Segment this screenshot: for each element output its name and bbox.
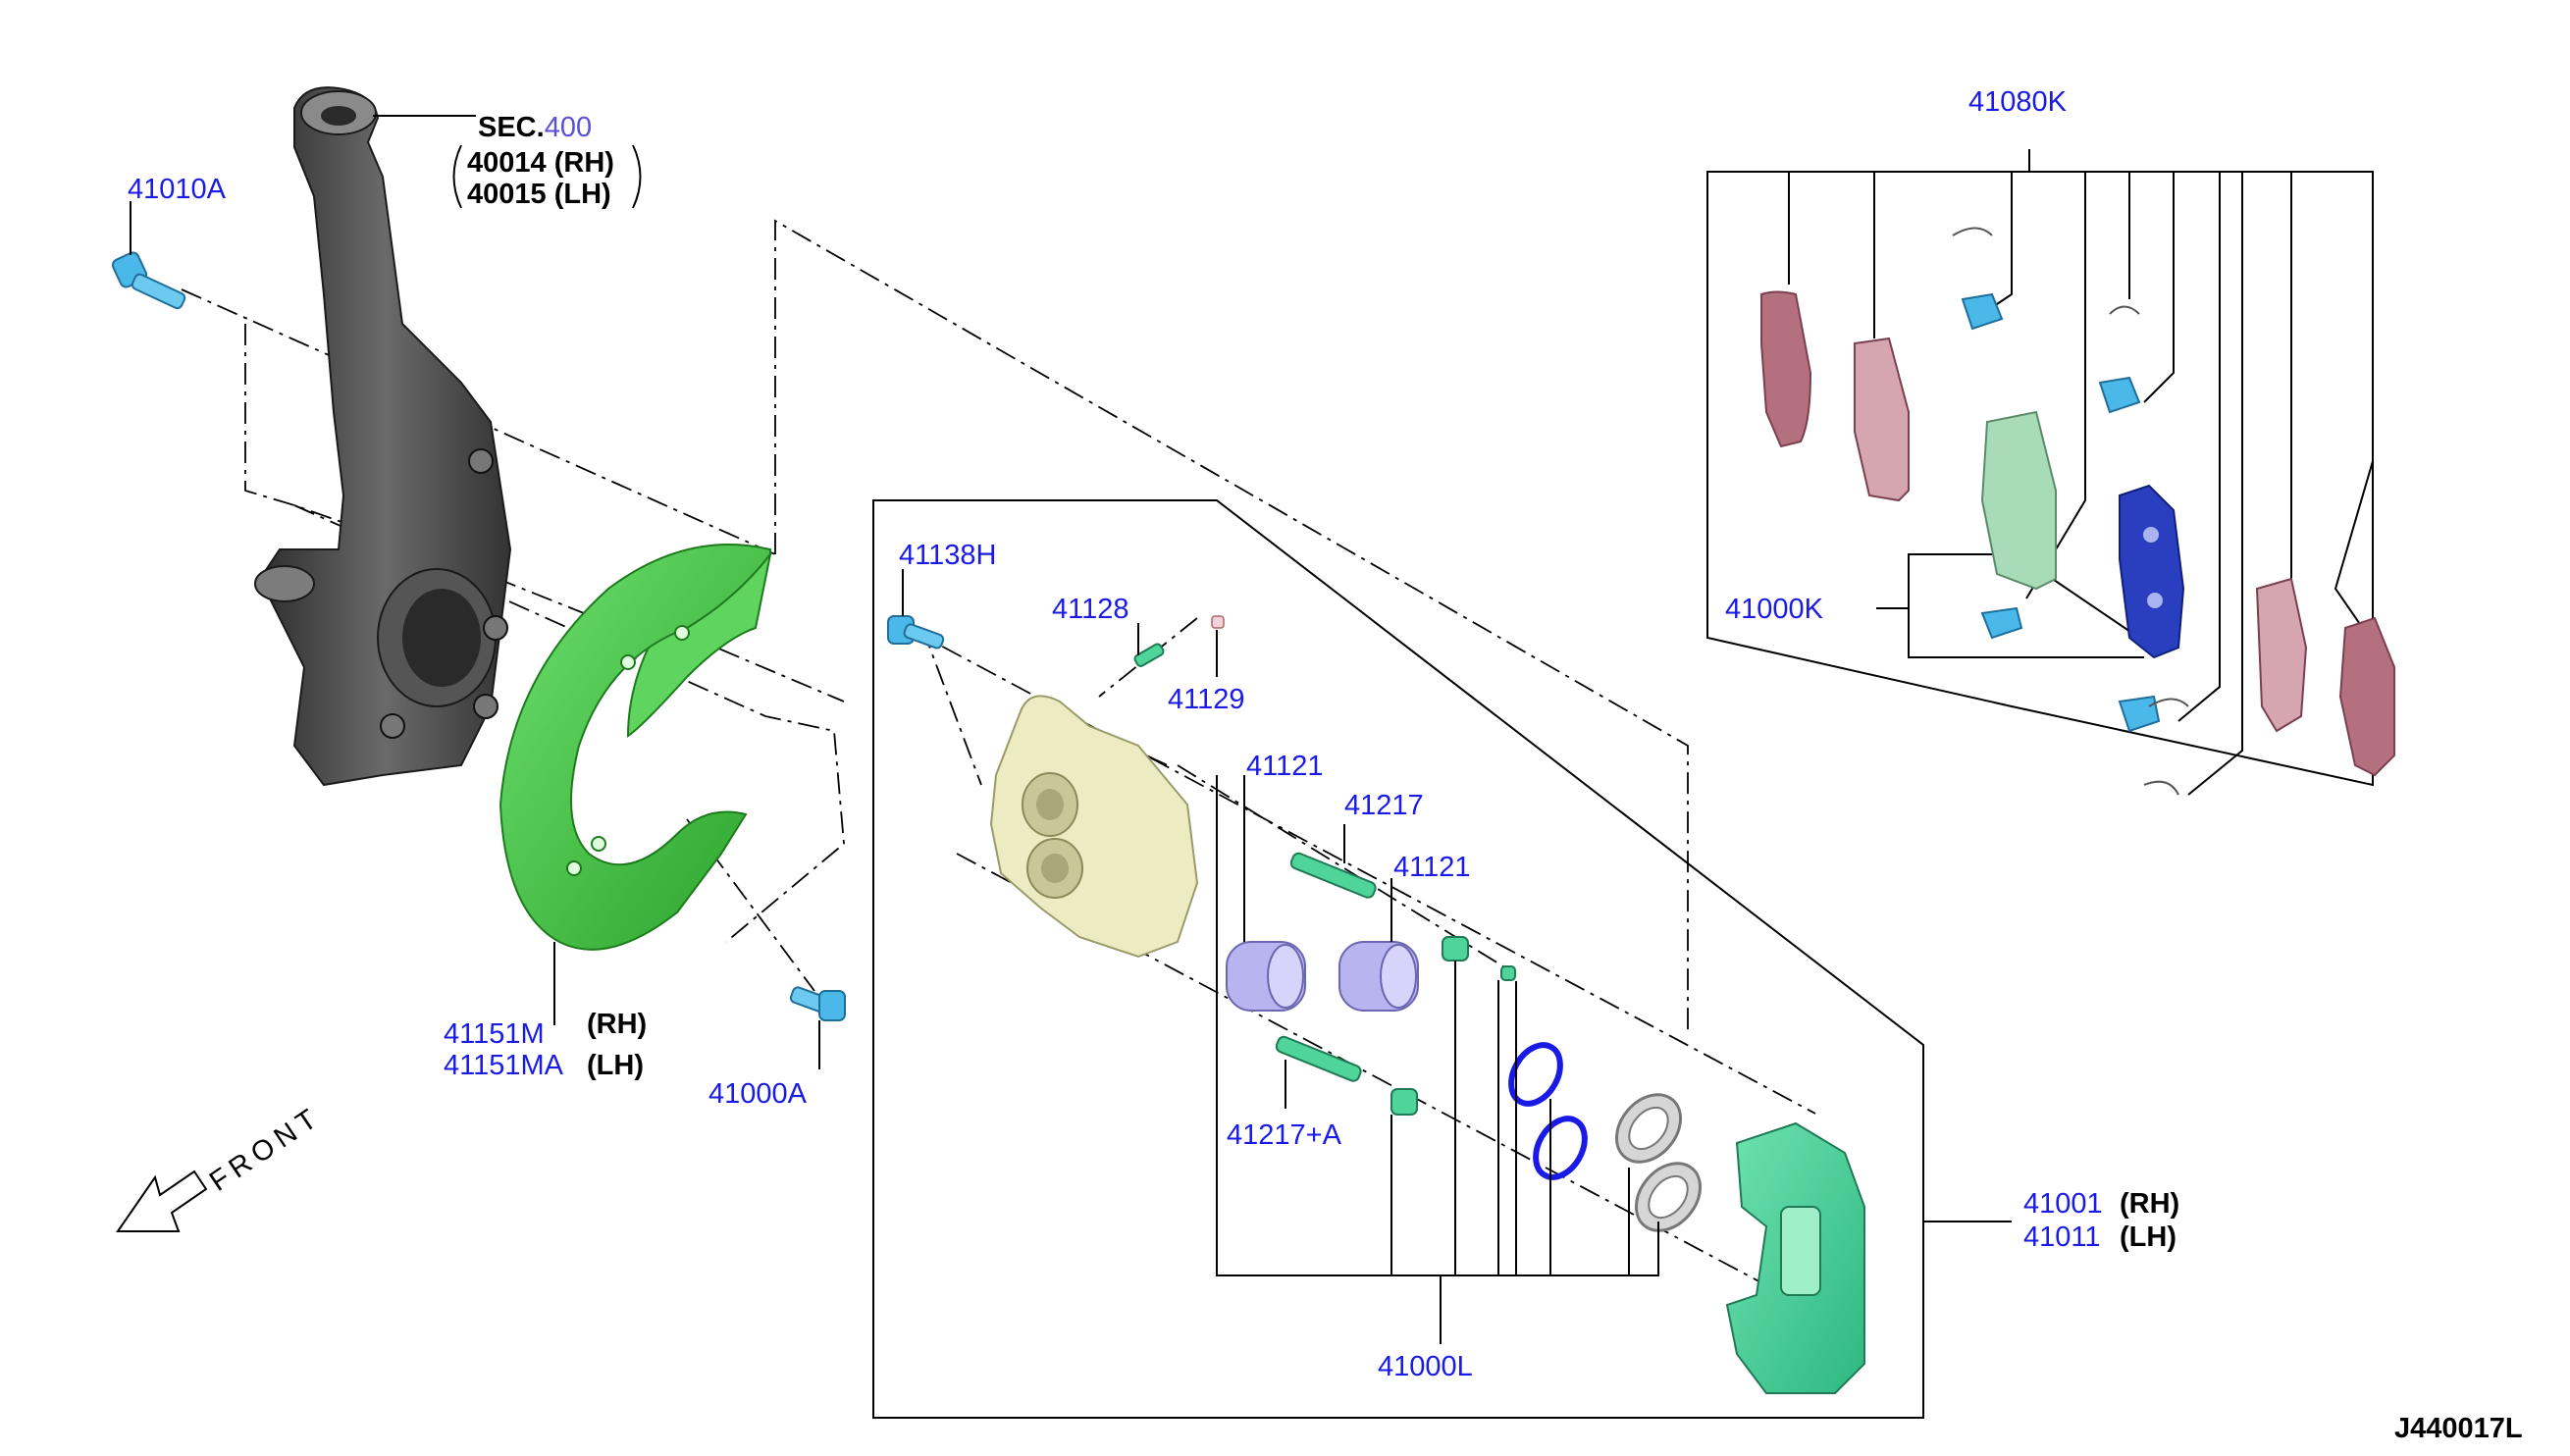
sec-prefix: SEC. xyxy=(478,112,545,143)
svg-text:40014 (RH): 40014 (RH) xyxy=(467,147,614,179)
bleeder-screw-41128 xyxy=(1133,623,1165,667)
sec-number: 400 xyxy=(545,112,592,143)
bleeder-cap-41129 xyxy=(1211,615,1225,677)
label-caliper-rh: (RH) xyxy=(2120,1188,2179,1220)
guide-pin-41217A xyxy=(1275,1035,1362,1109)
piston-a xyxy=(1226,775,1306,1012)
knuckle-rh-suffix: (RH) xyxy=(554,147,614,179)
knuckle-bolt-41010A xyxy=(111,201,186,310)
svg-text:40015 (LH): 40015 (LH) xyxy=(467,179,611,210)
front-label: FRONT xyxy=(204,1101,328,1198)
guide-pin-41217 xyxy=(1289,824,1377,899)
dust-boots xyxy=(1390,936,1516,1116)
diagram-code: J440017L xyxy=(2394,1413,2523,1444)
label-41151M[interactable]: 41151M xyxy=(444,1018,545,1050)
label-41128[interactable]: 41128 xyxy=(1052,594,1129,625)
caliper-bolt-41138H xyxy=(887,569,945,650)
label-caliper-lh: (LH) xyxy=(2120,1222,2177,1253)
label-41000L[interactable]: 41000L xyxy=(1378,1351,1473,1382)
piston-b xyxy=(1338,878,1419,1012)
label-shield-rh: (RH) xyxy=(587,1009,647,1040)
label-41000A[interactable]: 41000A xyxy=(708,1078,808,1110)
shield-bolt-41000A xyxy=(789,986,846,1069)
knuckle-rh-number: 40014 xyxy=(467,147,547,179)
label-41121-b[interactable]: 41121 xyxy=(1393,852,1471,883)
label-41000K[interactable]: 41000K xyxy=(1725,594,1824,625)
label-41001[interactable]: 41001 xyxy=(2023,1188,2103,1220)
caliper-bracket xyxy=(1725,1121,1865,1394)
svg-text:SEC.400: SEC.400 xyxy=(478,112,592,143)
label-41138H[interactable]: 41138H xyxy=(899,540,996,571)
label-41010A[interactable]: 41010A xyxy=(128,174,227,205)
label-41011[interactable]: 41011 xyxy=(2023,1222,2101,1253)
label-41217[interactable]: 41217 xyxy=(1344,790,1424,821)
dust-seals xyxy=(1614,1093,1703,1232)
seal-kit-leader-lines xyxy=(1216,775,1659,1344)
steering-knuckle xyxy=(254,86,512,787)
label-41129[interactable]: 41129 xyxy=(1168,684,1245,715)
label-41217A[interactable]: 41217+A xyxy=(1227,1119,1342,1151)
knuckle-lh-number: 40015 xyxy=(467,179,547,210)
label-41080K[interactable]: 41080K xyxy=(1968,86,2068,118)
splash-shield xyxy=(498,544,772,1025)
label-shield-lh: (LH) xyxy=(587,1050,644,1081)
brake-pads xyxy=(1760,290,2395,777)
knuckle-lh-suffix: (LH) xyxy=(554,179,611,210)
label-41151MA[interactable]: 41151MA xyxy=(444,1050,564,1081)
pad-clips xyxy=(1952,227,2189,796)
caliper-assembly-box xyxy=(872,499,2012,1419)
front-direction-arrow xyxy=(116,1170,208,1232)
caliper-body xyxy=(989,695,1199,959)
label-41121-a[interactable]: 41121 xyxy=(1246,751,1324,782)
